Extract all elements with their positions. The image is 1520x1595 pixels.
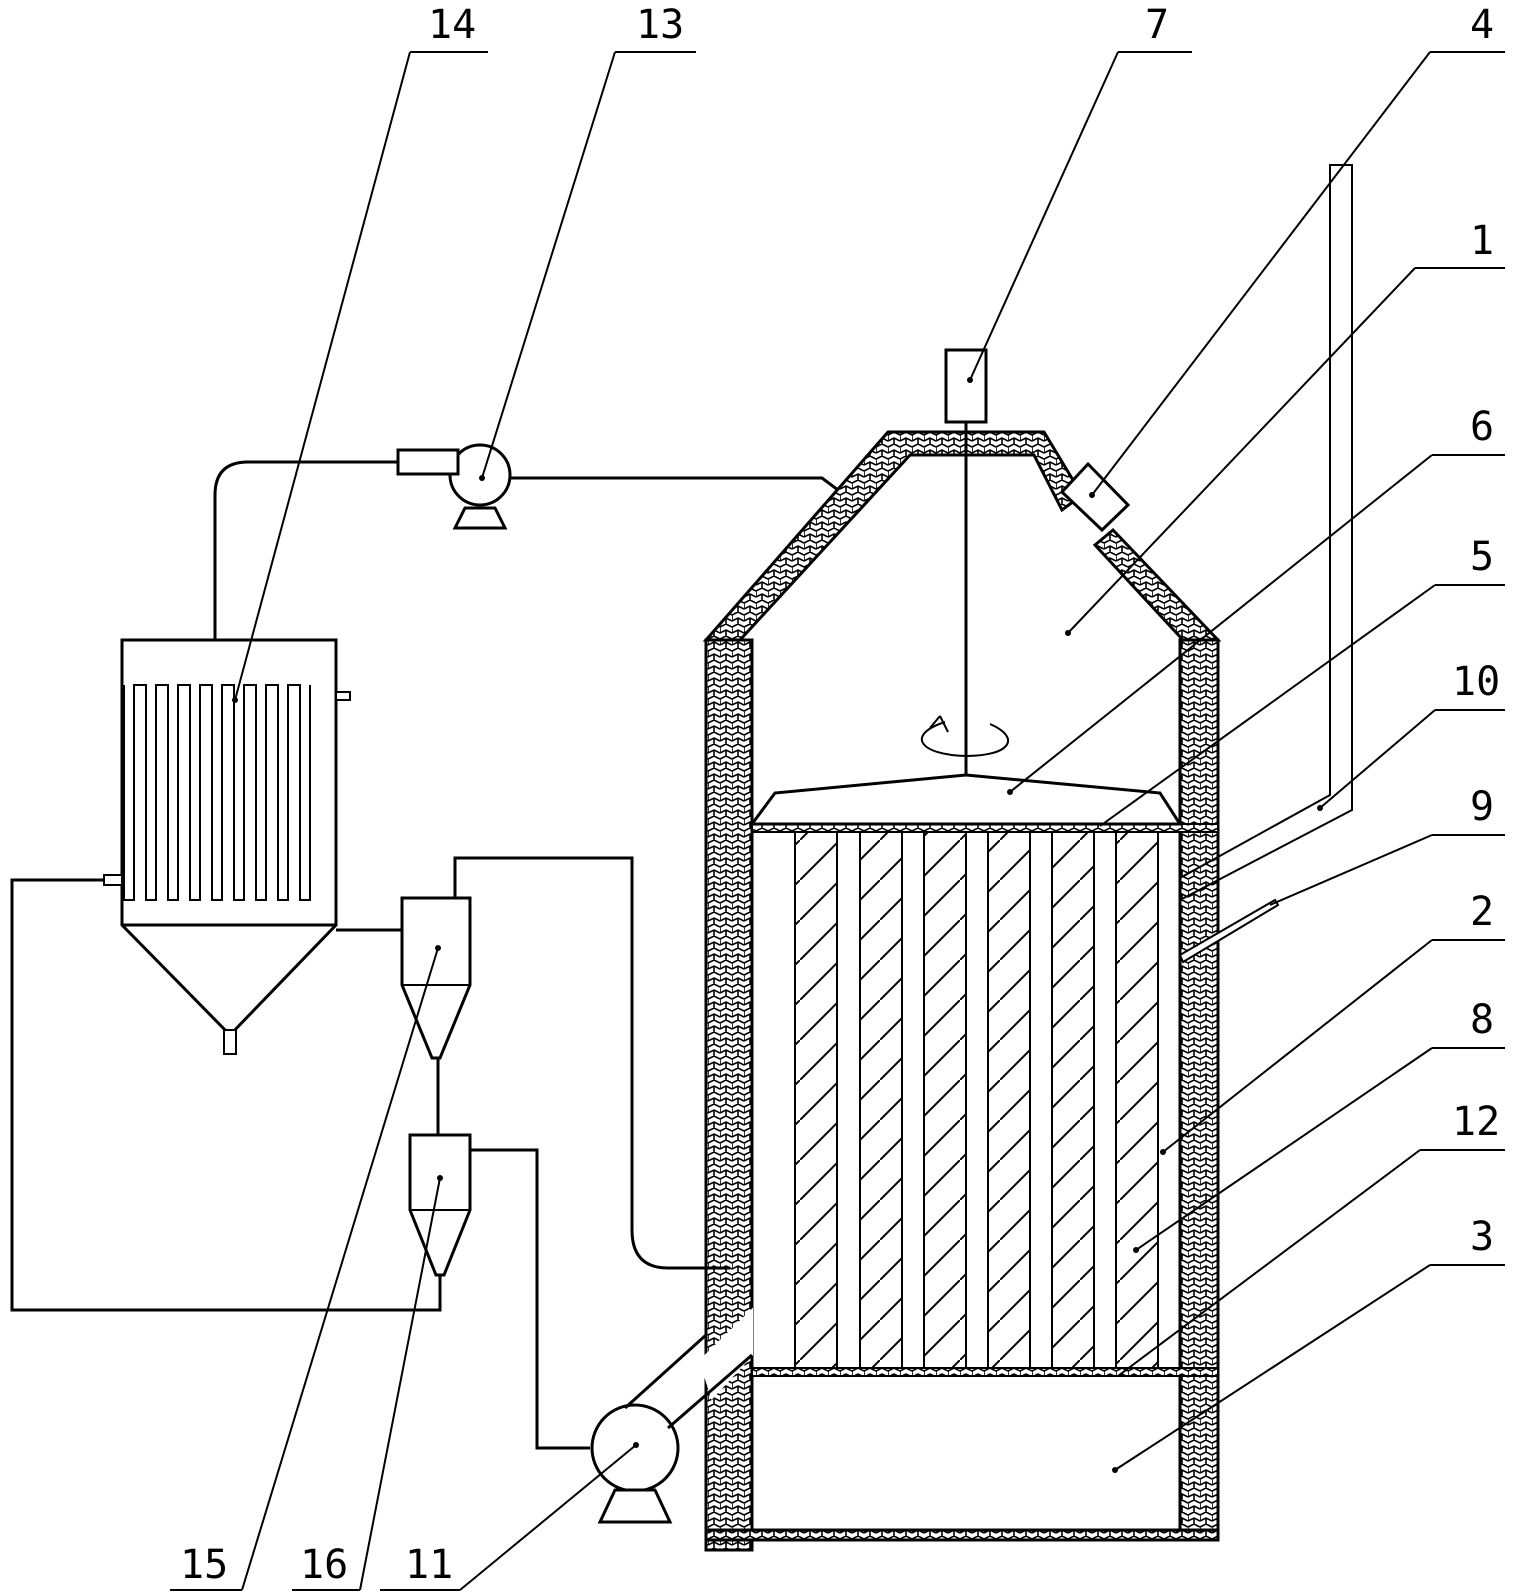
- lower-grid-plate: [751, 1367, 1219, 1377]
- pipe-cooler-to-fan13: [213, 460, 398, 640]
- agitator-motor: [944, 348, 988, 424]
- cooler-coil: [123, 684, 311, 901]
- cooler-nozzle-left: [103, 874, 123, 886]
- cooler-nozzle-right: [335, 691, 351, 701]
- label-8: 8: [1470, 997, 1494, 1043]
- label-14: 14: [428, 2, 476, 48]
- cyclone-15: [400, 896, 472, 1060]
- right-wall-insulation: [1178, 638, 1220, 1537]
- temperature-probe: [1178, 898, 1280, 964]
- bottom-plate: [704, 1528, 1220, 1542]
- part-labels: 14 13 7 4 1 6 5 10 9 2 8 12 3 15 16 11: [180, 2, 1500, 1588]
- rotation-arrowhead-icon: [929, 715, 949, 733]
- packing-column: [1051, 831, 1095, 1369]
- label-13: 13: [636, 2, 684, 48]
- reactor-vessel: [698, 164, 1353, 1552]
- fan-base: [597, 1488, 673, 1524]
- label-5: 5: [1470, 534, 1494, 580]
- label-15: 15: [180, 1542, 228, 1588]
- centrifugal-fan-icon: [590, 1403, 680, 1493]
- fan-13: [396, 443, 512, 530]
- cooler-body: [120, 638, 338, 1038]
- pipe-cyclone16-to-fan11: [470, 1148, 590, 1450]
- label-12: 12: [1452, 1099, 1500, 1145]
- cyclone-16: [408, 1133, 472, 1277]
- label-2: 2: [1470, 889, 1494, 935]
- label-1: 1: [1470, 218, 1494, 264]
- rotation-arrow-icon: [921, 721, 1010, 758]
- fan-11-duct: [623, 1333, 753, 1430]
- label-3: 3: [1470, 1214, 1494, 1260]
- outlet-port: [1059, 461, 1131, 533]
- pipe-fan13-to-reactor: [510, 476, 839, 492]
- fan-11: [590, 1333, 753, 1524]
- sampling-tube: [1179, 164, 1353, 901]
- cyclone-16-body: [408, 1133, 472, 1277]
- label-9: 9: [1470, 784, 1494, 830]
- label-10: 10: [1452, 659, 1500, 705]
- fan-outlet: [396, 448, 460, 476]
- cooler-14: [103, 638, 351, 1055]
- label-6: 6: [1470, 404, 1494, 450]
- packing-column: [1115, 831, 1159, 1369]
- packing-column: [987, 831, 1031, 1369]
- label-4: 4: [1470, 2, 1494, 48]
- label-7: 7: [1145, 2, 1169, 48]
- packing-columns: [794, 831, 1159, 1369]
- fan-base: [452, 506, 508, 530]
- label-11: 11: [405, 1542, 453, 1588]
- leader-dots: [232, 377, 1323, 1473]
- label-16: 16: [300, 1542, 348, 1588]
- pipe-cyclone15-to-reactor: [453, 856, 730, 1270]
- packing-column: [859, 831, 903, 1369]
- distributor-cone: [749, 773, 1183, 826]
- cooler-drain: [223, 1029, 237, 1055]
- leader-lines: [170, 51, 1505, 1591]
- dome-insulation-left: [702, 430, 1084, 642]
- packing-column: [794, 831, 838, 1369]
- pipe-return-loop: [10, 878, 442, 1312]
- packing-column: [923, 831, 967, 1369]
- left-wall-insulation-upper: [704, 638, 754, 1552]
